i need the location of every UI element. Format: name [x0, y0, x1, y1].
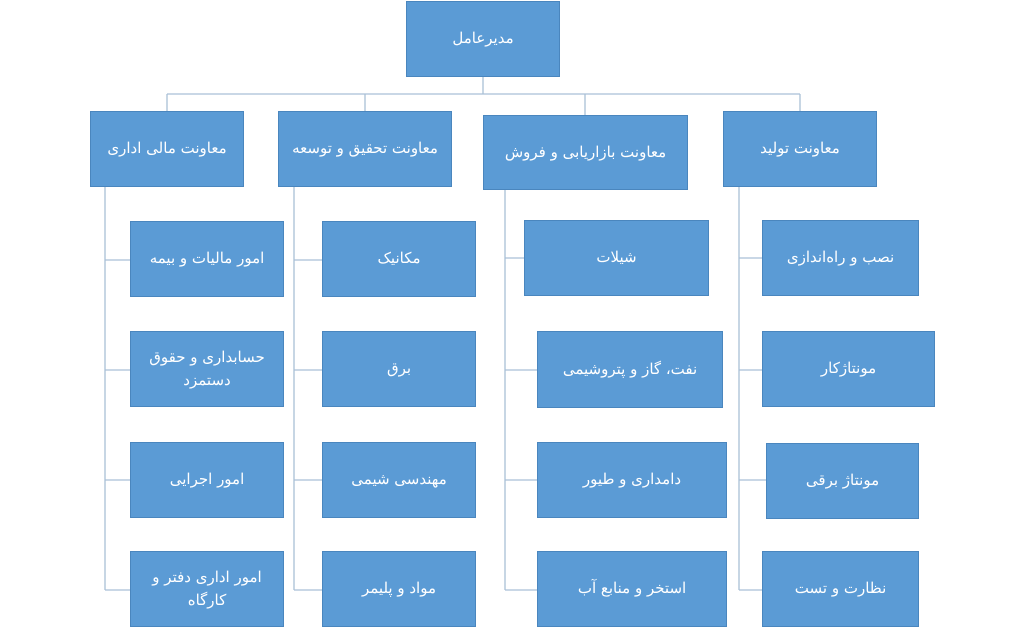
unit-marketing-3: استخر و منابع آب — [537, 551, 727, 627]
unit-finance-0: امور مالیات و بیمه — [130, 221, 284, 297]
dept-marketing-box: معاونت بازاریابی و فروش — [483, 115, 688, 190]
unit-finance-2: امور اجرایی — [130, 442, 284, 518]
unit-rnd-1: برق — [322, 331, 476, 407]
unit-production-3: نظارت و تست — [762, 551, 919, 627]
root-ceo-box: مدیرعامل — [406, 1, 560, 77]
unit-production-0: نصب و راه‌اندازی — [762, 220, 919, 296]
unit-finance-1: حسابداری و حقوق دستمزد — [130, 331, 284, 407]
dept-rnd-box: معاونت تحقیق و توسعه — [278, 111, 452, 187]
unit-rnd-2: مهندسی شیمی — [322, 442, 476, 518]
unit-rnd-0: مکانیک — [322, 221, 476, 297]
unit-production-1: مونتاژکار — [762, 331, 935, 407]
dept-production-box: معاونت تولید — [723, 111, 877, 187]
unit-finance-3: امور اداری دفتر و کارگاه — [130, 551, 284, 627]
dept-finance-box: معاونت مالی اداری — [90, 111, 244, 187]
unit-marketing-1: نفت، گاز و پتروشیمی — [537, 331, 723, 408]
unit-rnd-3: مواد و پلیمر — [322, 551, 476, 627]
unit-marketing-2: دامداری و طیور — [537, 442, 727, 518]
unit-production-2: مونتاژ برقی — [766, 443, 919, 519]
unit-marketing-0: شیلات — [524, 220, 709, 296]
